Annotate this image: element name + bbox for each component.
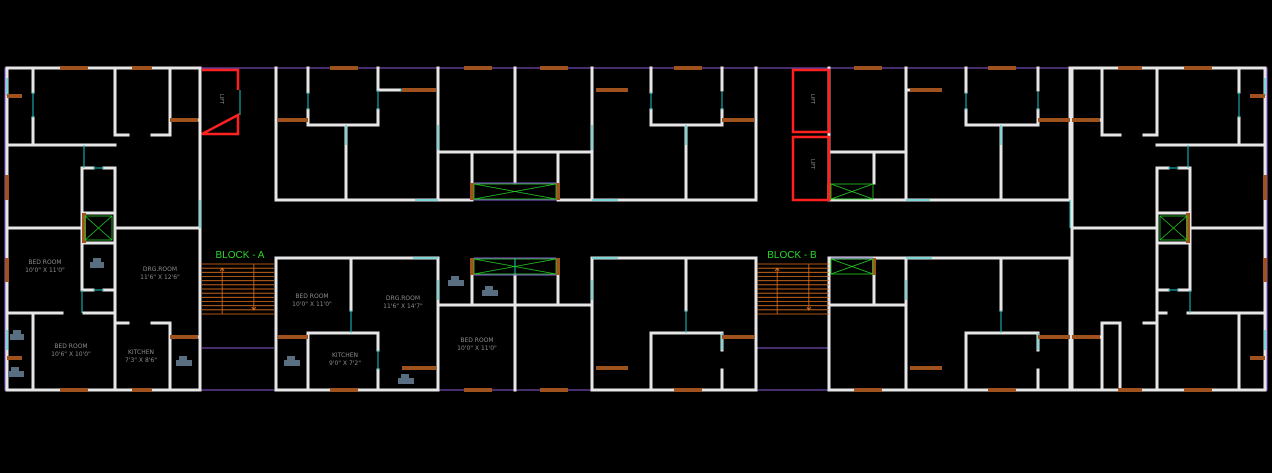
staircase-a — [202, 263, 274, 315]
ducts — [84, 183, 1188, 275]
fixtures — [8, 258, 498, 384]
room-size: 11'6" X 14'7" — [383, 303, 423, 310]
lift-shaft-a — [201, 68, 240, 136]
room-size: 10'6" X 10'0" — [51, 351, 91, 358]
stair-arrow-up-head — [774, 267, 780, 272]
room-labels: BED ROOM 10'0" X 11'0" BED ROOM 10'6" X … — [25, 259, 497, 367]
windows — [6, 78, 1266, 370]
lift-a-label: LIFT — [218, 94, 224, 105]
lift-shaft-b1 — [791, 68, 831, 134]
room-size: 7'3" X 8'6" — [125, 357, 157, 364]
room-name: BED ROOM — [54, 343, 87, 350]
lifts — [201, 68, 831, 202]
duct-borders — [474, 182, 873, 276]
stair-arrow-down-head — [806, 306, 812, 311]
room-name: BED ROOM — [28, 259, 61, 266]
walls — [5, 66, 1267, 392]
block-b-label: BLOCK - B — [767, 250, 817, 261]
block-a-label: BLOCK - A — [216, 250, 265, 261]
stair-arrow-up-head — [219, 267, 225, 272]
room-size: 11'6" X 12'6" — [140, 274, 180, 281]
room-name: DRG.ROOM — [386, 295, 420, 302]
room-name: KITCHEN — [128, 349, 154, 356]
staircase-b — [757, 263, 829, 315]
room-name: DRG.ROOM — [143, 266, 177, 273]
room-name: KITCHEN — [332, 352, 358, 359]
room-size: 10'0" X 11'0" — [292, 301, 332, 308]
room-name: BED ROOM — [295, 293, 328, 300]
room-size: 10'0" X 11'0" — [457, 345, 497, 352]
lift-b2-label: LIFT — [809, 159, 815, 170]
room-name: BED ROOM — [460, 337, 493, 344]
room-size: 10'0" X 11'0" — [25, 267, 65, 274]
room-size: 9'0" X 7'2" — [329, 360, 361, 367]
doors — [5, 66, 1267, 392]
lift-b1-label: LIFT — [809, 94, 815, 105]
lift-shaft-b2 — [791, 135, 831, 202]
stair-arrow-down-head — [251, 306, 257, 311]
